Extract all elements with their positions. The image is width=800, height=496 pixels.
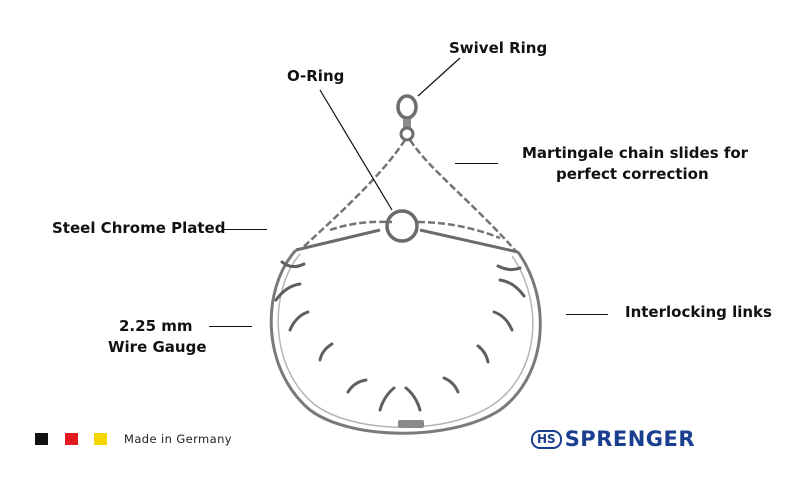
brand-name: SPRENGER xyxy=(564,427,696,451)
wire-gauge-label-line1: 2.25 mm xyxy=(119,317,193,335)
swivel-ring xyxy=(396,94,418,142)
wire-gauge-label-line2: Wire Gauge xyxy=(108,338,207,356)
interlocking-leader-line xyxy=(566,314,608,315)
flag-red-swatch xyxy=(65,433,78,445)
steel-leader-line xyxy=(224,229,267,230)
collar-prongs xyxy=(274,260,526,412)
martingale-chain xyxy=(299,139,516,251)
o-ring-label: O-Ring xyxy=(287,67,345,85)
sprenger-logo: HS SPRENGER xyxy=(531,427,695,451)
pointer-lines xyxy=(319,57,461,211)
hs-badge: HS xyxy=(531,429,562,449)
martingale-label-line2: perfect correction xyxy=(556,165,709,183)
interlocking-links-label: Interlocking links xyxy=(625,303,772,321)
martingale-label-line1: Martingale chain slides for xyxy=(522,144,749,162)
flag-black-swatch xyxy=(35,433,48,445)
steel-chrome-label: Steel Chrome Plated xyxy=(52,219,226,237)
top-links xyxy=(295,228,519,254)
martingale-leader-line xyxy=(455,163,498,164)
swivel-ring-label: Swivel Ring xyxy=(449,39,548,57)
o-ring xyxy=(385,209,419,243)
made-in-germany-text: Made in Germany xyxy=(124,432,232,446)
gauge-leader-line xyxy=(209,326,252,327)
collar-links xyxy=(269,248,542,435)
flag-gold-swatch xyxy=(94,433,107,445)
collar-clasp xyxy=(398,420,424,428)
